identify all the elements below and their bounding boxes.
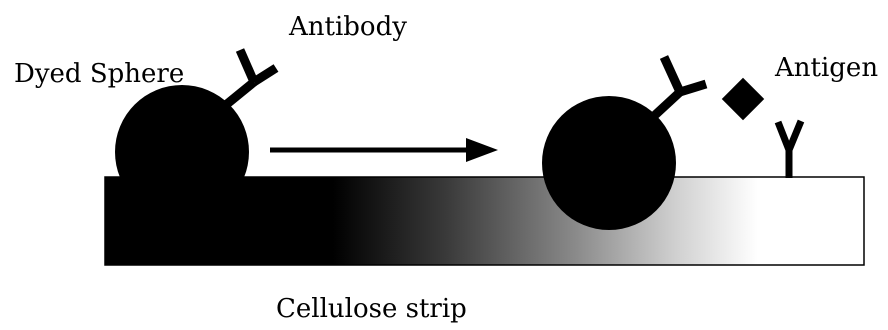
- reaction-arrow: [270, 138, 498, 162]
- antigen-label: Antigen: [775, 55, 878, 81]
- capture-antibody: [778, 121, 801, 178]
- antigen: [722, 78, 764, 120]
- antibody-right: [654, 57, 706, 116]
- antibody-left: [227, 50, 276, 104]
- cellulose-strip-label: Cellulose strip: [276, 296, 467, 322]
- dyed-sphere-label: Dyed Sphere: [14, 61, 184, 87]
- antibody-label: Antibody: [289, 14, 407, 40]
